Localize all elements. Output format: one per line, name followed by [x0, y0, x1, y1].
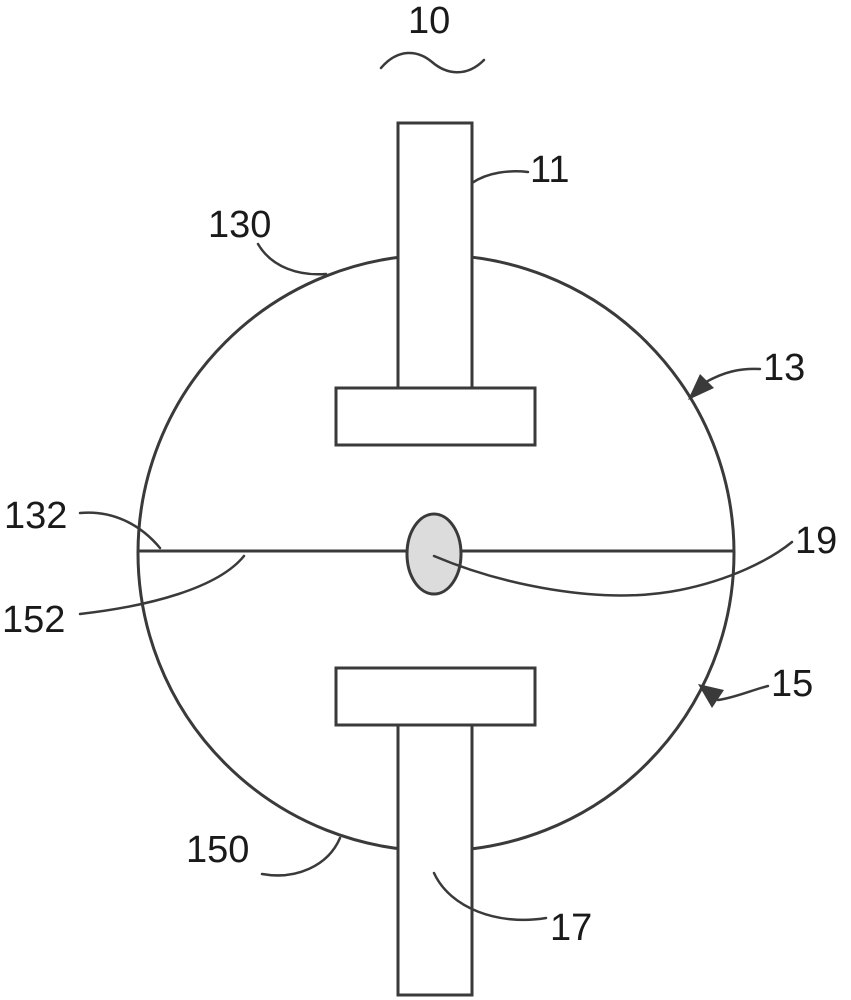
- upper-electrode-bar: [396, 121, 474, 390]
- label-upper-housing-face: 132: [4, 495, 67, 537]
- leader-lower-housing-edge: [260, 836, 342, 877]
- leader-upper-housing: [704, 367, 762, 384]
- center-element: [405, 512, 463, 596]
- label-assembly: 10: [408, 0, 450, 42]
- label-upper-housing-edge: 130: [208, 204, 271, 246]
- leader-upper-housing-face: [78, 511, 162, 550]
- lower-electrode-plate: [334, 666, 537, 727]
- leader-center-element: [432, 540, 794, 597]
- leader-lower-housing-face: [78, 554, 246, 616]
- arrow-lower-housing: [698, 684, 724, 708]
- leader-lower-electrode: [432, 871, 548, 922]
- upper-electrode-plate: [334, 386, 537, 447]
- leader-upper-housing-edge: [256, 242, 328, 276]
- label-center-element: 19: [795, 520, 837, 562]
- lower-electrode-bar: [396, 723, 474, 997]
- label-upper-electrode: 11: [530, 149, 569, 191]
- assembly-tilde: [379, 51, 486, 74]
- label-lower-housing: 15: [771, 663, 813, 705]
- label-lower-electrode: 17: [550, 907, 592, 949]
- label-upper-housing: 13: [763, 347, 805, 389]
- arrow-upper-housing: [688, 374, 714, 400]
- label-lower-housing-edge: 150: [186, 829, 249, 871]
- leader-lower-housing: [716, 684, 770, 702]
- leader-upper-electrode: [470, 170, 530, 185]
- label-lower-housing-face: 152: [2, 599, 65, 641]
